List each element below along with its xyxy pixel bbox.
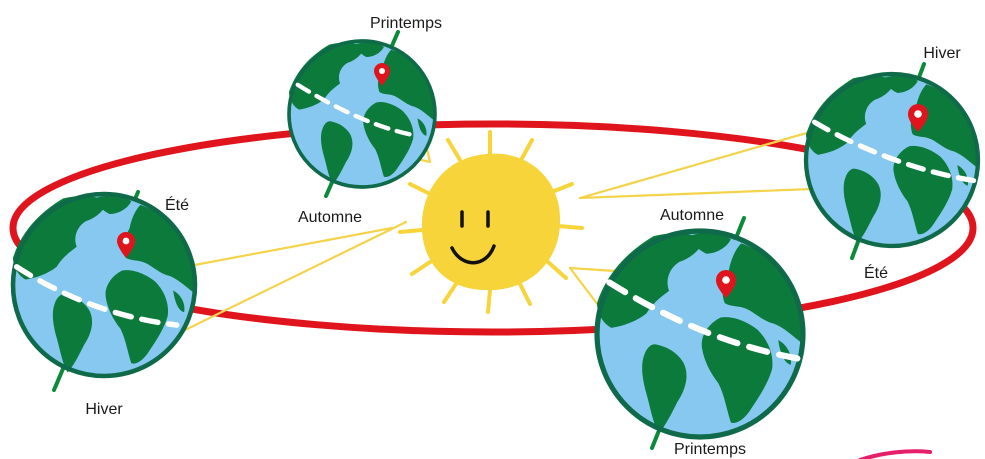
earth-globe-icon [597,231,803,437]
earth-globe-icon [806,74,978,246]
smiling-sun-icon [398,130,584,314]
map-pin-icon [716,270,736,298]
map-pin-icon [908,104,928,132]
globe-left: Été Hiver [13,190,195,418]
earth-globe-icon [13,194,195,376]
orbit-ellipse [9,120,977,336]
label-right-top: Hiver [923,45,961,62]
label-top-bottom: Automne [298,209,362,226]
label-bottom-top: Automne [660,207,724,224]
decorative-arc [858,449,932,459]
label-left-bottom: Hiver [85,401,123,418]
globe-top: Printemps Automne [287,15,442,226]
map-pin-icon [374,63,390,86]
globe-bottom: Automne Printemps [597,207,803,458]
label-right-bottom: Été [864,263,888,282]
label-top-top: Printemps [370,15,442,32]
label-bottom-bottom: Printemps [674,441,746,458]
globe-right: Hiver Été [806,45,978,282]
label-left-top: Été [165,195,189,214]
map-pin-icon [117,232,135,258]
earth-globe-icon [287,39,437,189]
